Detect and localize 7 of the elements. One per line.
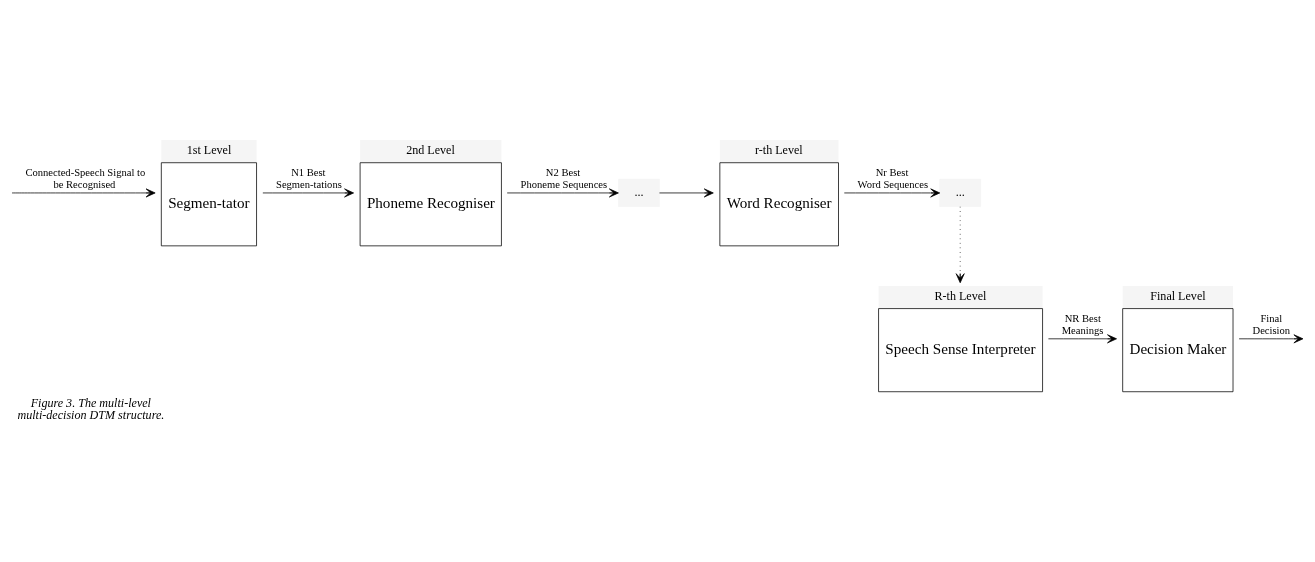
edge-label: N2 Best Phoneme Sequences [520, 167, 608, 190]
edge-label: N1 Best Segmen-tations [276, 167, 342, 190]
edge-label: Nr Best Word Sequences [857, 167, 929, 190]
edge-label: NR Best Meanings [1061, 313, 1104, 336]
edge-label: Final Decision [1252, 313, 1291, 336]
edge-label: Connected-Speech Signal to be Recognised [25, 167, 146, 190]
caption: Figure 3. The multi-level multi-decision DTM structure. [17, 395, 165, 422]
